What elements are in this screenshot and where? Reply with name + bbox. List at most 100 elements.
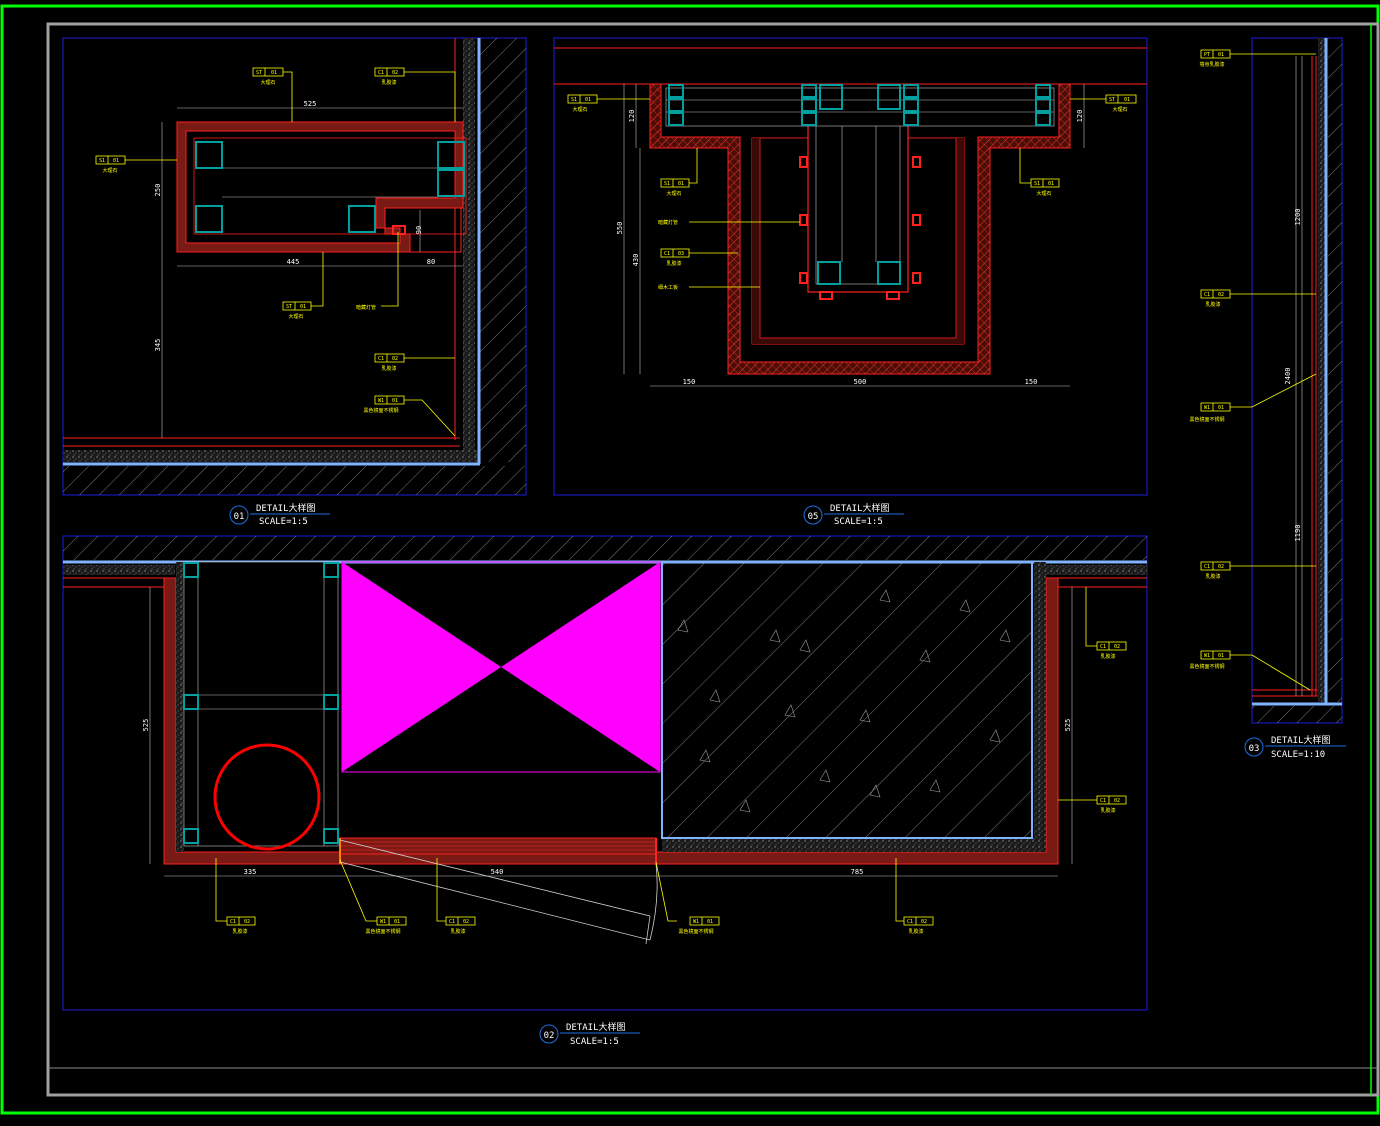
wall-speck-01: [463, 38, 475, 462]
dim-05-550: 550: [616, 222, 624, 235]
concrete-block-02: [661, 561, 1033, 839]
dim-01-90: 90: [415, 226, 423, 234]
svg-text:C1: C1: [1100, 798, 1106, 804]
fixture-01d: [195, 205, 223, 233]
dim-05-150a: 150: [683, 378, 696, 386]
dim-05-150b: 150: [1025, 378, 1038, 386]
dim-03-1190: 1190: [1294, 525, 1302, 542]
note-01-c: 大理石: [102, 167, 117, 174]
note-01-f: 乳胶漆: [381, 365, 396, 372]
dim-01-345: 345: [154, 339, 162, 352]
fixture-01a: [195, 141, 223, 169]
detail-03-number-circle: [1244, 737, 1264, 757]
detail-02-title: DETAIL大样图: [566, 1021, 626, 1033]
svg-text:02: 02: [244, 919, 250, 925]
svg-text:C1: C1: [378, 356, 384, 362]
note-02-g: 乳胶漆: [908, 928, 923, 935]
detail-02-scale: SCALE=1:5: [570, 1037, 619, 1047]
tag-03-b: C1 02 乳胶漆: [1200, 289, 1231, 308]
dim-02-540: 540: [491, 868, 504, 876]
svg-text:C1: C1: [230, 919, 236, 925]
svg-text:W1: W1: [378, 398, 384, 404]
detail-05-number-circle: [803, 505, 823, 525]
svg-text:W1: W1: [1204, 653, 1210, 659]
floor-hatch-01: [63, 466, 526, 495]
viewport-05: [553, 37, 1148, 496]
viewport-01: [62, 37, 527, 496]
detail-01-number-circle: [229, 505, 249, 525]
svg-text:02: 02: [1218, 564, 1224, 570]
svg-text:C1: C1: [378, 70, 384, 76]
dim-01-250: 250: [154, 184, 162, 197]
note-03-b: 乳胶漆: [1205, 301, 1220, 308]
note-03-c: 黑色镜面不锈钢: [1189, 416, 1224, 423]
dim-05-120b: 120: [1076, 110, 1084, 123]
floor-speck-01: [63, 450, 480, 462]
wall-hatch-01: [480, 38, 526, 462]
svg-text:01: 01: [1124, 97, 1130, 103]
detail-03-title: DETAIL大样图: [1271, 734, 1331, 746]
note-05-d: 大理石: [1036, 190, 1051, 197]
detail-05-scale: SCALE=1:5: [834, 517, 883, 527]
note-02-e: 乳胶漆: [450, 928, 465, 935]
svg-text:S1: S1: [664, 181, 670, 187]
note-02-a: 乳胶漆: [1100, 653, 1115, 660]
glazing-bowtie-right: [501, 562, 660, 772]
svg-text:C1: C1: [1204, 292, 1210, 298]
svg-text:02: 02: [1114, 798, 1120, 804]
detail-02-number: 02: [544, 1031, 555, 1041]
detail-01-scale: SCALE=1:5: [259, 517, 308, 527]
svg-text:01: 01: [1218, 405, 1224, 411]
dim-02-525b: 525: [1064, 719, 1072, 732]
note-05-e: 暗藏灯管: [658, 219, 678, 226]
note-03-e: 黑色镜面不锈钢: [1189, 663, 1224, 670]
fixture-01b: [437, 141, 465, 169]
note-02-f: 黑色镜面不锈钢: [678, 928, 713, 935]
svg-text:01: 01: [394, 919, 400, 925]
svg-text:W1: W1: [693, 919, 699, 925]
fixture-01c: [437, 169, 465, 197]
note-02-c: 乳胶漆: [232, 928, 247, 935]
svg-text:02: 02: [1218, 292, 1224, 298]
note-03-d: 乳胶漆: [1205, 573, 1220, 580]
note-03-a: 墙身乳胶漆: [1199, 61, 1224, 68]
svg-text:01: 01: [300, 304, 306, 310]
tag-02-c: C1 02 乳胶漆: [226, 916, 256, 935]
top-rail-05: [665, 87, 1055, 127]
dim-01-445: 445: [287, 258, 300, 266]
left-cabinet-02: [183, 561, 339, 847]
detail-02-number-circle: [539, 1024, 559, 1044]
dim-05-430: 430: [632, 254, 640, 267]
svg-text:02: 02: [1114, 644, 1120, 650]
note-05-c: 大理石: [666, 190, 681, 197]
svg-text:01: 01: [271, 70, 277, 76]
detail-03-number: 03: [1249, 744, 1260, 754]
note-01-d: 大理石: [288, 313, 303, 320]
svg-text:01: 01: [707, 919, 713, 925]
svg-text:01: 01: [1218, 653, 1224, 659]
dim-02-335: 335: [244, 868, 257, 876]
dim-05-120a: 120: [628, 110, 636, 123]
dim-01-80: 80: [427, 258, 435, 266]
svg-text:PT: PT: [1204, 52, 1210, 58]
svg-text:ST: ST: [256, 70, 262, 76]
svg-text:W1: W1: [380, 919, 386, 925]
svg-text:ST: ST: [286, 304, 292, 310]
note-01-g: 黑色镜面不锈钢: [363, 407, 398, 414]
detail-03-scale: SCALE=1:10: [1271, 750, 1325, 760]
wall-speck-03: [1318, 38, 1326, 702]
